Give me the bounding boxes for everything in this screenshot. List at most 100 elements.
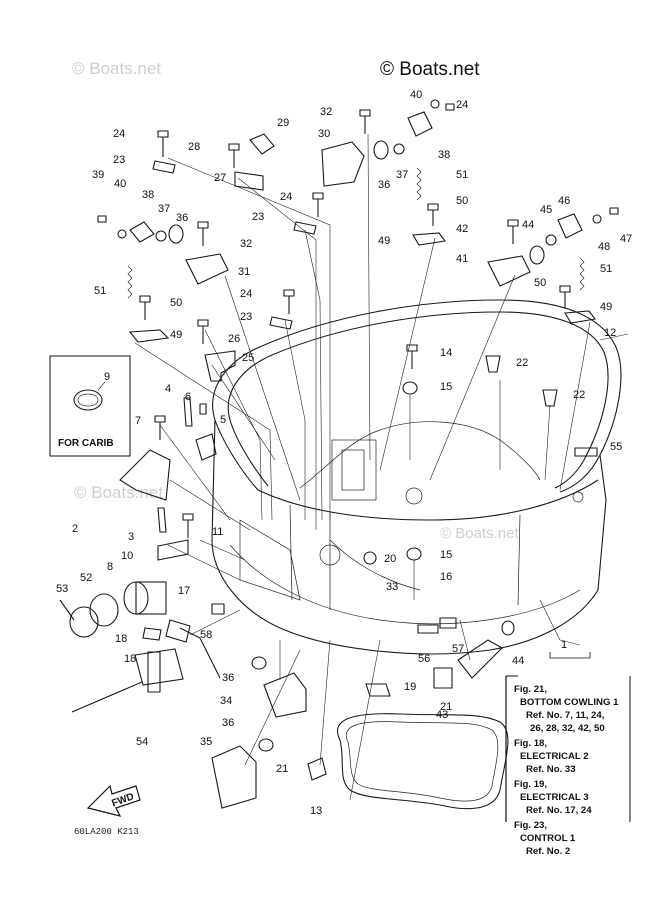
callout-22b: 22 xyxy=(573,389,585,401)
callout-24c: 24 xyxy=(240,288,252,300)
callout-31: 31 xyxy=(238,266,250,278)
note-line-2: BOTTOM COWLING 1 xyxy=(520,697,619,708)
callout-50b: 50 xyxy=(456,195,468,207)
callout-23a: 23 xyxy=(113,154,125,166)
callout-32a: 32 xyxy=(320,106,332,118)
watermark-faint-3: © Boats.net xyxy=(440,525,519,542)
callout-41: 41 xyxy=(456,253,468,265)
callout-48: 48 xyxy=(598,241,610,253)
callout-24b: 24 xyxy=(280,191,292,203)
callout-50a: 50 xyxy=(170,297,182,309)
note-line-13: Ref. No. 2 xyxy=(526,846,570,857)
callout-36b: 36 xyxy=(378,179,390,191)
callout-30: 30 xyxy=(318,128,330,140)
callout-36c: 36 xyxy=(222,672,234,684)
callout-32b: 32 xyxy=(240,238,252,250)
callout-51a: 51 xyxy=(94,285,106,297)
callout-3: 3 xyxy=(128,531,134,543)
note-line-12: CONTROL 1 xyxy=(520,833,576,844)
note-line-1: Fig. 21, xyxy=(514,684,547,695)
callout-52: 52 xyxy=(80,572,92,584)
callout-28: 28 xyxy=(188,141,200,153)
plugs-21 xyxy=(307,667,453,781)
callout-9: 9 xyxy=(104,371,110,383)
drawing-code: 60LA200 K213 xyxy=(74,827,139,837)
watermark-faint-2: © Boats.net xyxy=(74,483,163,502)
callout-51b: 51 xyxy=(456,169,468,181)
watermark-main: © Boats.net xyxy=(380,59,480,80)
watermark-faint-1: © Boats.net xyxy=(72,59,161,78)
callout-54: 54 xyxy=(136,736,148,748)
callout-49c: 49 xyxy=(600,301,612,313)
callout-43: 43 xyxy=(436,709,448,721)
callout-13: 13 xyxy=(310,805,322,817)
callout-37a: 37 xyxy=(158,203,170,215)
callout-50c: 50 xyxy=(534,277,546,289)
note-line-8: Fig. 19, xyxy=(514,779,547,790)
callout-6: 6 xyxy=(185,391,191,403)
callout-12: 12 xyxy=(604,327,616,339)
callout-numbers: 1 2 3 4 5 6 7 8 10 11 12 13 14 15 15 16 … xyxy=(56,89,632,817)
small-pins xyxy=(157,397,207,533)
decals xyxy=(211,447,598,634)
callout-36a: 36 xyxy=(176,212,188,224)
callout-51c: 51 xyxy=(600,263,612,275)
callout-38b: 38 xyxy=(438,149,450,161)
callout-42: 42 xyxy=(456,223,468,235)
callout-1: 1 xyxy=(561,639,567,651)
note-line-4: 26, 28, 32, 42, 50 xyxy=(530,723,605,734)
callout-49b: 49 xyxy=(378,235,390,247)
callout-8: 8 xyxy=(107,561,113,573)
note-line-3: Ref. No. 7, 11, 24, xyxy=(526,710,605,721)
for-carib-box: 9 FOR CARIB xyxy=(49,355,131,457)
callout-17: 17 xyxy=(178,585,190,597)
callout-29: 29 xyxy=(277,117,289,129)
brackets xyxy=(119,111,596,809)
callout-15b: 15 xyxy=(440,549,452,561)
note-line-10: Ref. No. 17, 24 xyxy=(526,805,592,816)
callout-14: 14 xyxy=(440,347,452,359)
callout-7: 7 xyxy=(135,415,141,427)
callout-44a: 44 xyxy=(522,219,534,231)
callout-34: 34 xyxy=(220,695,232,707)
callout-45: 45 xyxy=(540,204,552,216)
callout-2: 2 xyxy=(72,523,78,535)
callout-58: 58 xyxy=(200,629,212,641)
callout-33: 33 xyxy=(386,581,398,593)
callout-27: 27 xyxy=(214,172,226,184)
connector-group xyxy=(59,581,221,713)
callout-56: 56 xyxy=(418,653,430,665)
callout-40a: 40 xyxy=(114,178,126,190)
callout-21a: 21 xyxy=(440,701,452,713)
callout-11: 11 xyxy=(212,526,223,538)
note-line-5: Fig. 18, xyxy=(514,738,547,749)
callout-38a: 38 xyxy=(142,189,154,201)
callout-36d: 36 xyxy=(222,717,234,729)
callout-15a: 15 xyxy=(440,381,452,393)
bottom-cowling xyxy=(211,299,622,655)
note-line-7: Ref. No. 33 xyxy=(526,764,576,775)
note-line-11: Fig. 23, xyxy=(514,820,547,831)
leader-lines xyxy=(134,133,591,801)
note-line-9: ELECTRICAL 3 xyxy=(520,792,589,803)
note-line-6: ELECTRICAL 2 xyxy=(520,751,589,762)
seal-13 xyxy=(337,713,509,810)
callout-24a: 24 xyxy=(113,128,125,140)
callout-53: 53 xyxy=(56,583,68,595)
for-carib-label: FOR CARIB xyxy=(58,438,114,449)
callout-40b: 40 xyxy=(410,89,422,101)
callout-21b: 21 xyxy=(276,763,288,775)
callout-25: 25 xyxy=(242,352,254,364)
callout-23c: 23 xyxy=(240,311,252,323)
springs xyxy=(127,167,585,299)
callout-26: 26 xyxy=(228,333,240,345)
callout-57: 57 xyxy=(452,643,464,655)
callout-37b: 37 xyxy=(396,169,408,181)
callout-24d: 24 xyxy=(456,99,468,111)
callout-23b: 23 xyxy=(252,211,264,223)
callout-44b: 44 xyxy=(512,655,524,667)
callout-46: 46 xyxy=(558,195,570,207)
grommet-19 xyxy=(365,683,391,697)
grommets xyxy=(117,99,602,752)
